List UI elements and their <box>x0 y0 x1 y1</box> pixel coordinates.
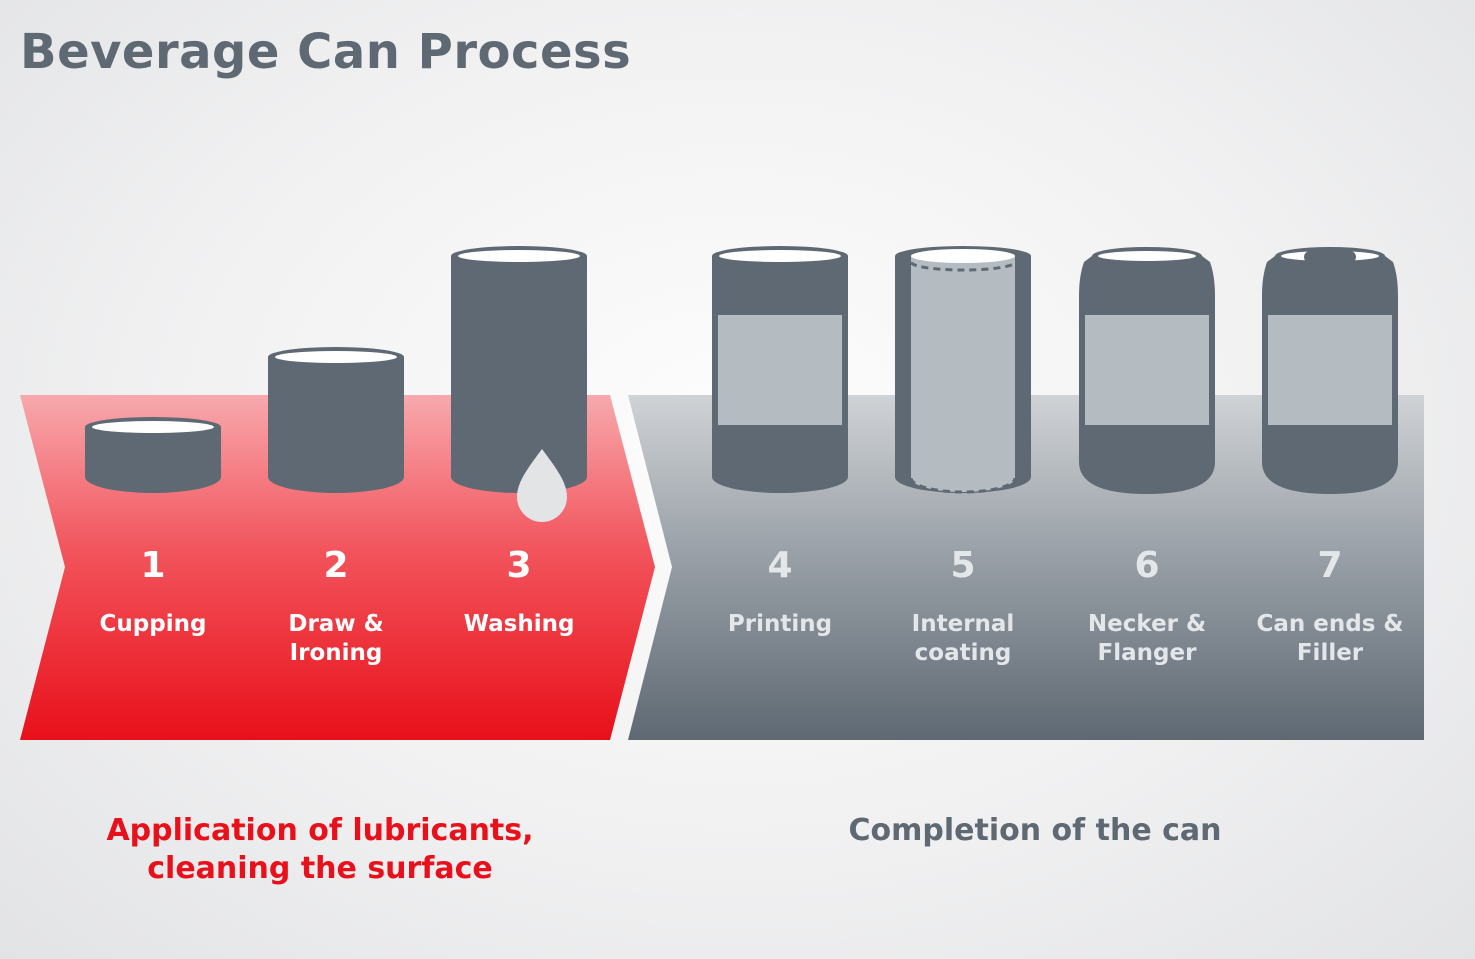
step-2-number: 2 <box>323 545 349 586</box>
necked-can-icon <box>1079 247 1215 494</box>
red-phase-caption: Application of lubricants,cleaning the s… <box>106 813 534 886</box>
short-can-icon <box>268 347 404 493</box>
step-3-number: 3 <box>506 545 532 586</box>
finished-can-icon <box>1262 247 1398 494</box>
shallow-cup-icon <box>85 417 221 493</box>
page-title: Beverage Can Process <box>20 24 632 80</box>
step-1-label: Cupping <box>99 611 207 637</box>
tall-can-drop-icon <box>451 246 587 522</box>
step-6-label: Necker &Flanger <box>1087 611 1207 666</box>
step-6-number: 6 <box>1134 545 1160 586</box>
step-3-label: Washing <box>463 611 575 637</box>
step-4-label: Printing <box>727 611 833 637</box>
step-7-number: 7 <box>1317 545 1343 586</box>
printed-can-icon <box>712 246 848 493</box>
step-7-label: Can ends &Filler <box>1256 611 1404 666</box>
coated-can-icon <box>895 246 1031 494</box>
step-1-number: 1 <box>140 545 166 586</box>
gray-phase-caption: Completion of the can <box>848 813 1222 848</box>
step-5-number: 5 <box>950 545 976 586</box>
step-4-number: 4 <box>767 545 793 586</box>
step-2-label: Draw &Ironing <box>288 611 384 666</box>
